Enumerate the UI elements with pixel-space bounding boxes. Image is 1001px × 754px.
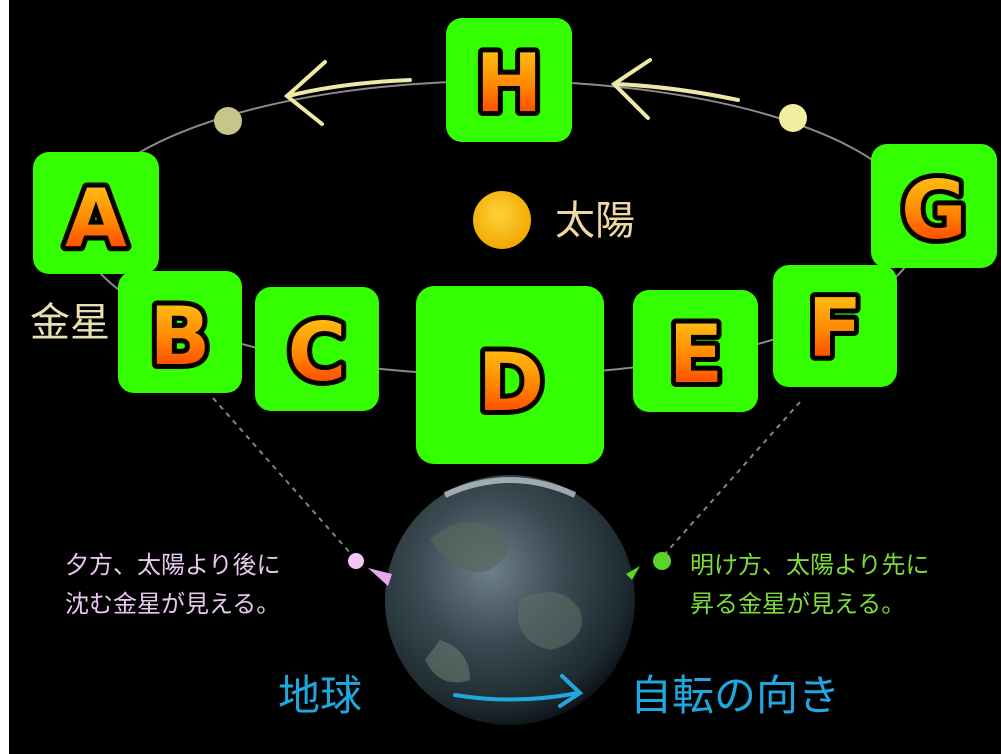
sightline-evening [212,397,353,556]
earth-label: 地球 [278,671,362,720]
badge-B[interactable]: B [118,271,242,393]
sun-icon [473,191,531,249]
badge-E[interactable]: E [633,290,758,412]
evening-text-line1: 夕方、太陽より後に [65,551,281,579]
badge-A[interactable]: A [33,152,159,274]
morning-marker [626,552,671,580]
arrow-right-orbit [610,58,740,120]
morning-text-line2: 昇る金星が見える。 [690,590,905,618]
morning-text-line1: 明け方、太陽より先に [690,551,930,579]
badge-F-letter: F [808,282,863,375]
venus-dot-right [779,104,807,132]
sun-label: 太陽 [555,198,635,244]
badge-D[interactable]: D [416,286,604,464]
badge-C-letter: C [288,306,347,399]
badge-H-letter: H [476,37,543,130]
evening-marker [348,553,392,586]
venus-dot-left [214,107,242,135]
rotation-arrow-icon [453,674,584,708]
badge-E-letter: E [669,308,724,401]
evening-text-line2: 沈む金星が見える。 [65,590,280,618]
venus-label: 金星 [30,300,110,346]
badge-H[interactable]: H [446,18,572,142]
badge-D-letter: D [478,336,544,429]
badge-G-letter: G [901,164,967,257]
arrow-left-orbit [283,60,412,126]
earth-icon [385,475,635,725]
sightline-morning [663,401,801,556]
badge-B-letter: B [150,290,211,383]
rotation-label: 自転の向き [630,671,840,720]
badge-G[interactable]: G [871,144,997,268]
badge-A-letter: A [65,172,127,265]
badge-F[interactable]: F [773,265,897,387]
left-margin [0,0,9,754]
badge-C[interactable]: C [255,287,379,411]
